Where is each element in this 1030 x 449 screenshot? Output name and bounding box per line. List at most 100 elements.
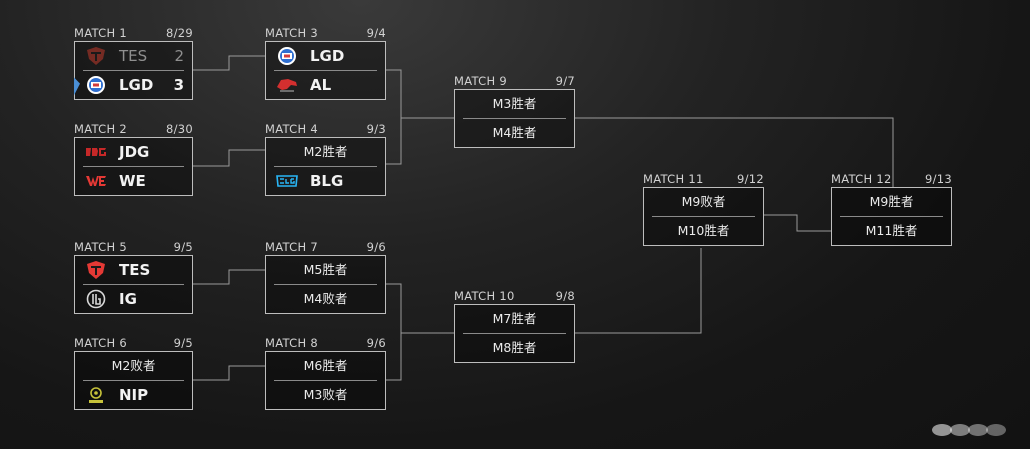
slot-placeholder: M9败者 bbox=[681, 194, 726, 209]
slot-divider bbox=[840, 216, 943, 217]
slot-placeholder: M2胜者 bbox=[303, 144, 348, 159]
slot-placeholder: M3败者 bbox=[303, 387, 348, 402]
team-slot-bottom: WE bbox=[75, 167, 192, 195]
connector-m6-m8 bbox=[193, 365, 265, 381]
match-12[interactable]: MATCH 12 9/13 M9胜者 M11胜者 bbox=[831, 172, 952, 247]
match-date: 9/5 bbox=[173, 240, 193, 254]
match-6[interactable]: MATCH 6 9/5 M2败者 NIP bbox=[74, 336, 193, 411]
slot-divider bbox=[652, 216, 755, 217]
team-slot-top: TES 2 bbox=[75, 42, 192, 70]
match-header: MATCH 7 9/6 bbox=[265, 240, 386, 254]
team-slot-top: JDG bbox=[75, 138, 192, 166]
match-11[interactable]: MATCH 11 9/12 M9败者 M10胜者 bbox=[643, 172, 764, 247]
team-slot-bottom: BLG bbox=[266, 167, 385, 195]
match-date: 9/13 bbox=[924, 172, 952, 186]
match-label: MATCH 4 bbox=[265, 122, 318, 136]
match-3[interactable]: MATCH 3 9/4 LGD AL bbox=[265, 26, 386, 101]
team-slot-top: M3胜者 bbox=[455, 90, 574, 118]
team-slot-top: M9败者 bbox=[644, 188, 763, 216]
team-slot-top: M2胜者 bbox=[266, 138, 385, 166]
match-box: M5胜者 M4败者 bbox=[265, 255, 386, 314]
match-5[interactable]: MATCH 5 9/5 TES IG bbox=[74, 240, 193, 315]
match-date: 9/8 bbox=[555, 289, 575, 303]
nip-logo-icon bbox=[89, 387, 103, 403]
match-label: MATCH 5 bbox=[74, 240, 127, 254]
team-name: LGD bbox=[310, 47, 345, 65]
match-label: MATCH 10 bbox=[454, 289, 515, 303]
match-box: JDG WE bbox=[74, 137, 193, 196]
team-slot-bottom: IG bbox=[75, 285, 192, 313]
match-box: M7胜者 M8胜者 bbox=[454, 304, 575, 363]
match-label: MATCH 8 bbox=[265, 336, 318, 350]
match-date: 9/7 bbox=[555, 74, 575, 88]
team-slot-bottom: M3败者 bbox=[266, 381, 385, 409]
match-header: MATCH 10 9/8 bbox=[454, 289, 575, 303]
slot-divider bbox=[83, 284, 184, 285]
team-name: TES bbox=[119, 261, 151, 279]
match-label: MATCH 2 bbox=[74, 122, 127, 136]
match-label: MATCH 7 bbox=[265, 240, 318, 254]
slot-divider bbox=[463, 118, 566, 119]
team-name: JDG bbox=[119, 143, 150, 161]
lgd-logo-icon bbox=[87, 76, 105, 94]
connector-m9-m12 bbox=[575, 117, 894, 187]
match-date: 8/30 bbox=[165, 122, 193, 136]
slot-divider bbox=[83, 166, 184, 167]
team-name: LGD bbox=[119, 76, 154, 94]
slot-placeholder: M10胜者 bbox=[677, 223, 730, 238]
match-9[interactable]: MATCH 9 9/7 M3胜者 M4胜者 bbox=[454, 74, 575, 149]
slot-divider bbox=[83, 70, 184, 71]
match-header: MATCH 4 9/3 bbox=[265, 122, 386, 136]
match-1[interactable]: MATCH 1 8/29 TES 2 LG bbox=[74, 26, 193, 101]
match-box: M6胜者 M3败者 bbox=[265, 351, 386, 410]
slot-divider bbox=[463, 333, 566, 334]
slot-placeholder: M2败者 bbox=[111, 358, 156, 373]
team-name: NIP bbox=[119, 386, 149, 404]
match-header: MATCH 9 9/7 bbox=[454, 74, 575, 88]
match-header: MATCH 11 9/12 bbox=[643, 172, 764, 186]
al-logo-icon bbox=[277, 79, 297, 92]
team-slot-bottom: M8胜者 bbox=[455, 334, 574, 362]
match-date: 9/6 bbox=[366, 240, 386, 254]
slot-placeholder: M5胜者 bbox=[303, 262, 348, 277]
match-label: MATCH 1 bbox=[74, 26, 127, 40]
slot-divider bbox=[274, 380, 377, 381]
jdg-logo-icon bbox=[86, 148, 106, 156]
team-slot-top: LGD bbox=[266, 42, 385, 70]
match-7[interactable]: MATCH 7 9/6 M5胜者 M4败者 bbox=[265, 240, 386, 315]
match-label: MATCH 11 bbox=[643, 172, 704, 186]
match-box: M9胜者 M11胜者 bbox=[831, 187, 952, 246]
slot-placeholder: M4败者 bbox=[303, 291, 348, 306]
slot-placeholder: M3胜者 bbox=[492, 96, 537, 111]
connector-m10-m11 bbox=[575, 248, 702, 334]
team-score: 3 bbox=[173, 76, 184, 94]
match-8[interactable]: MATCH 8 9/6 M6胜者 M3败者 bbox=[265, 336, 386, 411]
match-date: 9/12 bbox=[736, 172, 764, 186]
match-header: MATCH 1 8/29 bbox=[74, 26, 193, 40]
match-date: 8/29 bbox=[165, 26, 193, 40]
team-slot-bottom: M11胜者 bbox=[832, 217, 951, 245]
team-slot-bottom: AL bbox=[266, 71, 385, 99]
match-label: MATCH 9 bbox=[454, 74, 507, 88]
match-4[interactable]: MATCH 4 9/3 M2胜者 BLG bbox=[265, 122, 386, 197]
slot-placeholder: M9胜者 bbox=[869, 194, 914, 209]
match-box: M2胜者 BLG bbox=[265, 137, 386, 196]
match-10[interactable]: MATCH 10 9/8 M7胜者 M8胜者 bbox=[454, 289, 575, 364]
connector-m2-m4 bbox=[193, 149, 265, 167]
slot-placeholder: M8胜者 bbox=[492, 340, 537, 355]
connector-m5-m7 bbox=[193, 269, 265, 285]
watermark-icon bbox=[932, 424, 1006, 436]
match-box: TES IG bbox=[74, 255, 193, 314]
team-score: 2 bbox=[174, 47, 184, 65]
match-2[interactable]: MATCH 2 8/30 JDG WE bbox=[74, 122, 193, 197]
team-slot-top: M7胜者 bbox=[455, 305, 574, 333]
match-date: 9/4 bbox=[366, 26, 386, 40]
team-slot-bottom: LGD 3 bbox=[74, 71, 192, 99]
team-slot-bottom: M4败者 bbox=[266, 285, 385, 313]
tes-logo-icon bbox=[87, 261, 105, 279]
match-label: MATCH 3 bbox=[265, 26, 318, 40]
match-box: TES 2 LGD 3 bbox=[74, 41, 193, 100]
connector-m4-m9 bbox=[386, 118, 402, 165]
match-header: MATCH 12 9/13 bbox=[831, 172, 952, 186]
